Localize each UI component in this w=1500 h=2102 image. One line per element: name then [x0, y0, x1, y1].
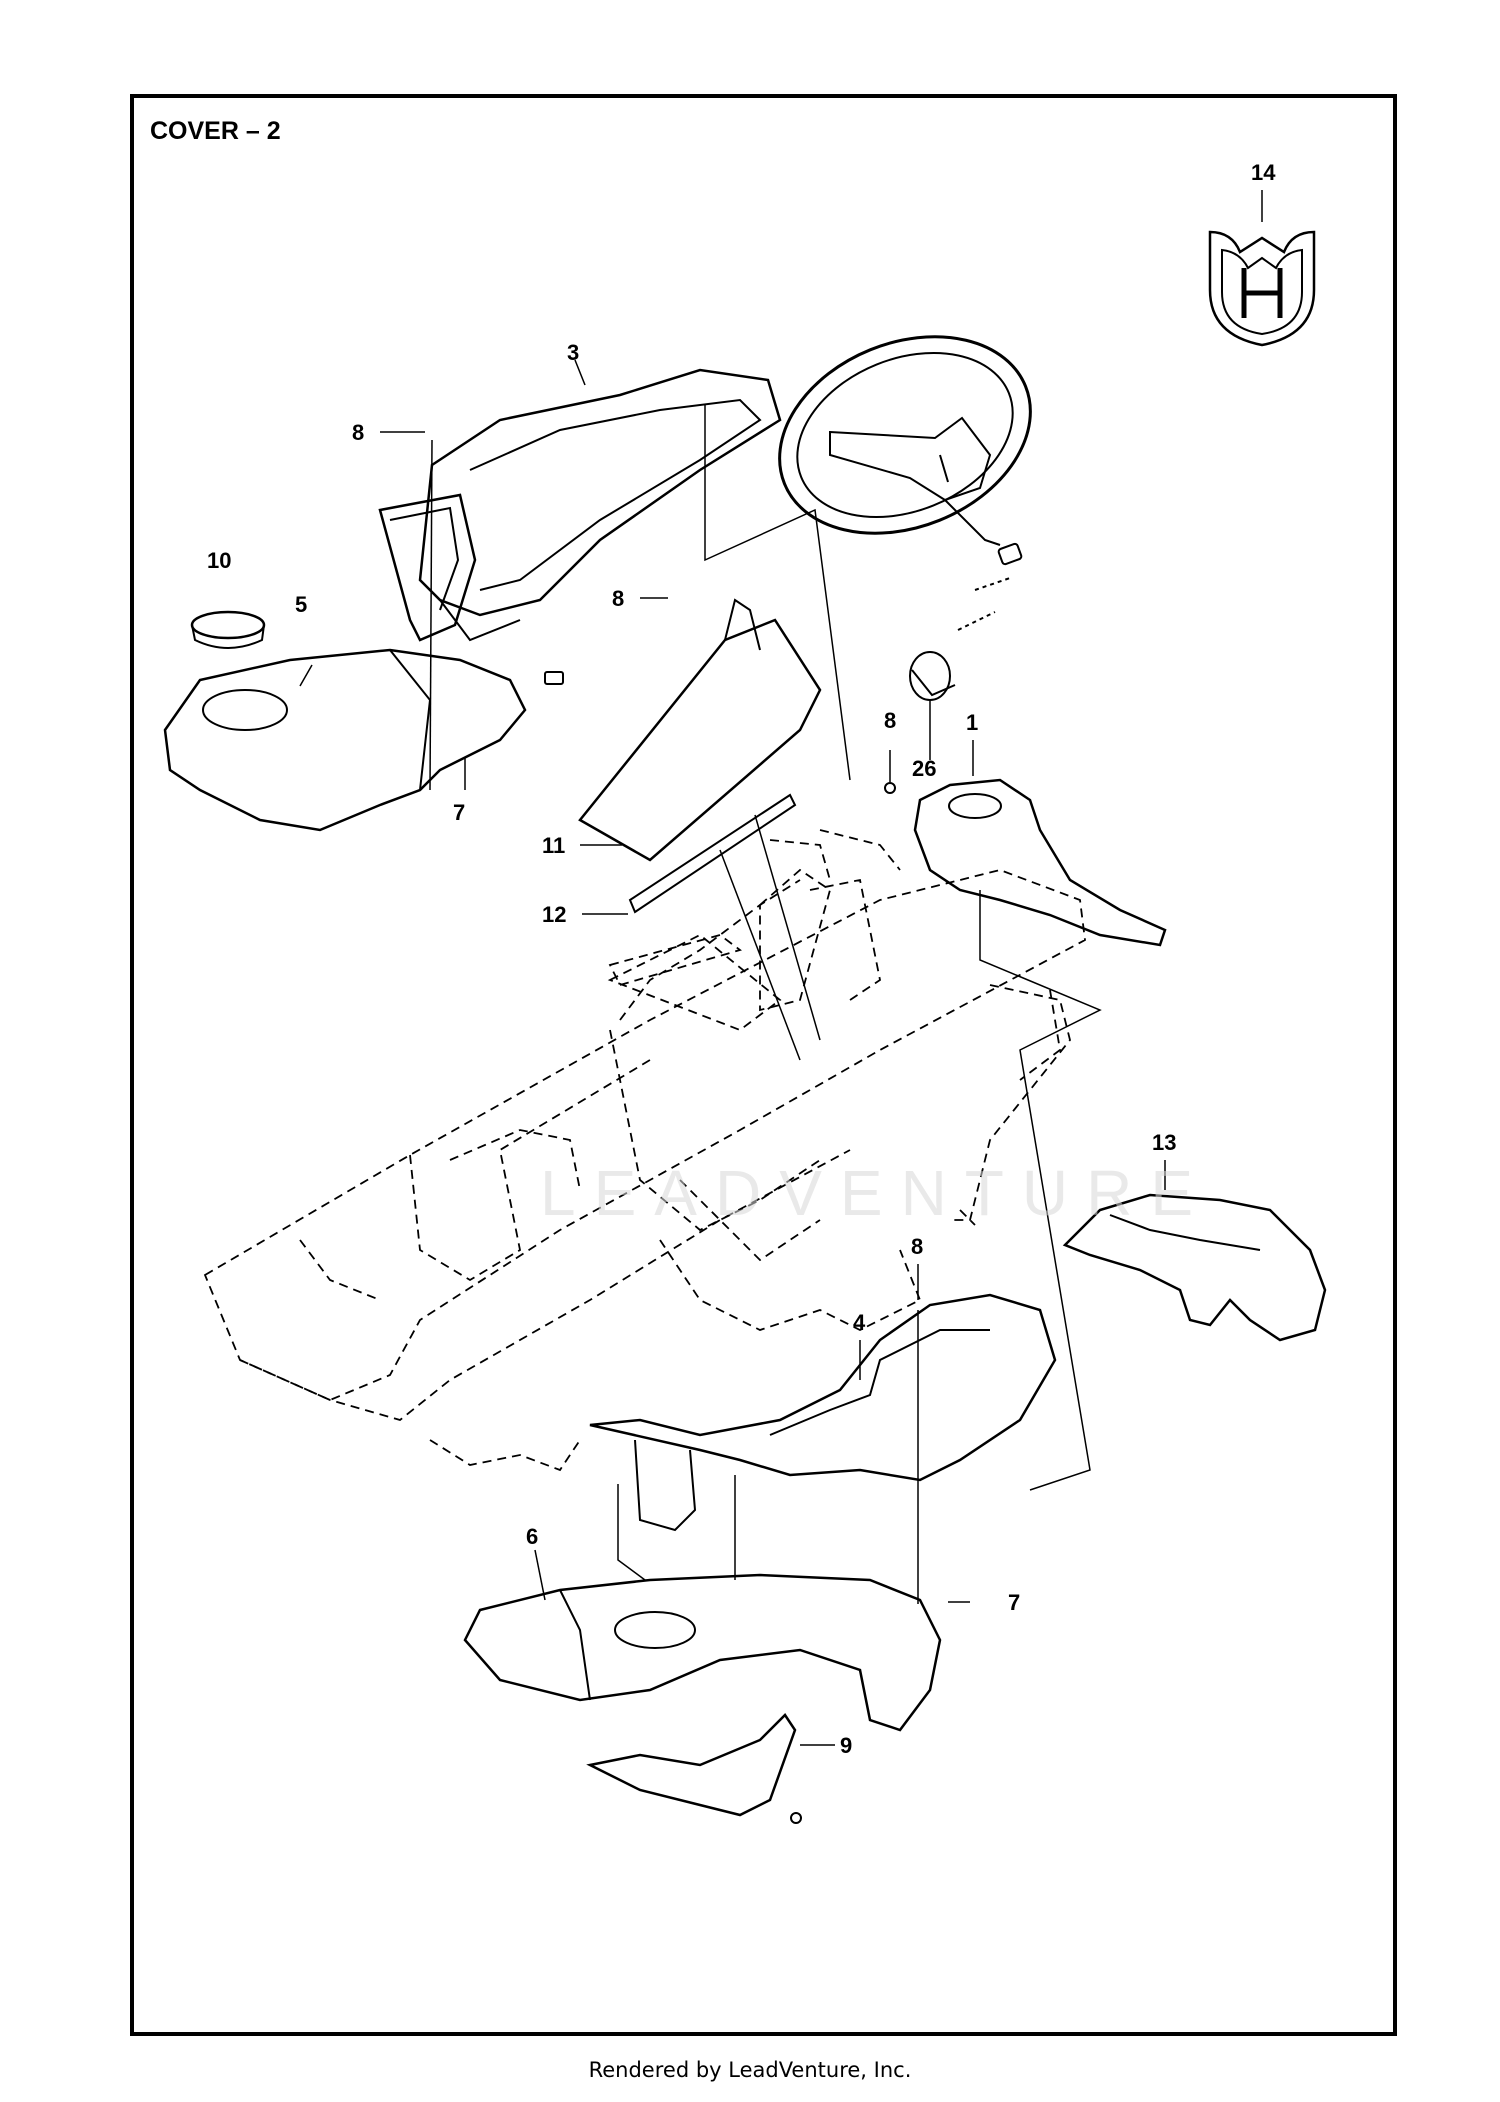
- part-13-hood-cover: [1062, 1193, 1327, 1342]
- watermark-text: LEADVENTURE: [540, 1157, 1211, 1229]
- part-6-lower-cover: [463, 1573, 942, 1732]
- part-1-column-cover: [884, 778, 1167, 947]
- callout-14: 14: [1251, 160, 1276, 185]
- callout-10: 10: [207, 548, 231, 573]
- callout-13: 13: [1152, 1130, 1176, 1155]
- callout-7-right: 7: [1008, 1590, 1020, 1615]
- callout-26: 26: [912, 756, 936, 781]
- part-5-cover: [163, 648, 564, 832]
- part-9-trim: [586, 1713, 802, 1824]
- callout-4: 4: [853, 1310, 866, 1335]
- diagram-frame: [130, 94, 1397, 2036]
- callout-9: 9: [840, 1733, 852, 1758]
- callout-labels: 14 3 8 10 5 8 7 11 12 8 1 26 13 8 4 6 7 …: [207, 160, 1276, 1758]
- callout-12: 12: [542, 902, 566, 927]
- footer-credit: Rendered by LeadVenture, Inc.: [588, 2058, 912, 2082]
- steering-wheel: [778, 335, 1032, 566]
- callout-8-mid: 8: [612, 586, 624, 611]
- part-4-lower-dash: [589, 1293, 1057, 1532]
- callout-8-top: 8: [352, 420, 364, 445]
- leader-lines: [299, 190, 1263, 1746]
- callout-11: 11: [542, 833, 565, 858]
- part-3-dash-panel: [378, 368, 782, 642]
- steering-shaft-parts: [909, 577, 1011, 701]
- diagram-title: COVER – 2: [150, 117, 281, 145]
- callout-6: 6: [526, 1524, 538, 1549]
- callout-8-right: 8: [884, 708, 896, 733]
- logo-emblem-icon: [1208, 230, 1316, 347]
- part-11-mat: [578, 598, 822, 862]
- frame-chassis: [203, 829, 1086, 1472]
- callout-3: 3: [567, 340, 579, 365]
- part-12-strip: [628, 793, 797, 914]
- callout-8-lower: 8: [911, 1234, 923, 1259]
- callout-1: 1: [966, 710, 978, 735]
- callout-7-left: 7: [453, 800, 465, 825]
- part-10-ring: [190, 610, 266, 649]
- callout-5: 5: [295, 592, 307, 617]
